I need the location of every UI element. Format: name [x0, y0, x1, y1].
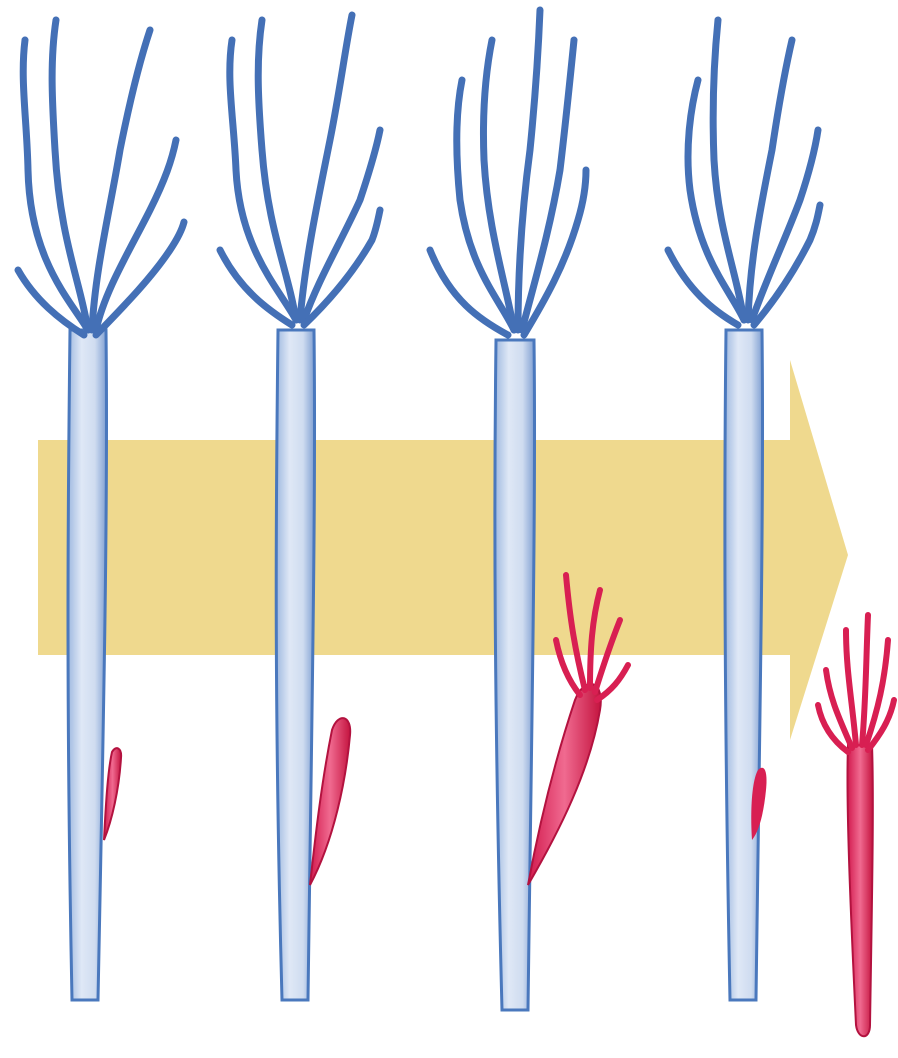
- hydra-1-tentacles: [18, 20, 184, 335]
- hydra-2-body: [276, 330, 314, 1000]
- daughter-hydra-tentacles: [818, 615, 894, 752]
- hydra-1-body: [68, 330, 107, 1000]
- hydra-1-bud: [104, 748, 121, 840]
- hydra-2-bud: [310, 718, 350, 885]
- daughter-hydra-body: [847, 745, 872, 1036]
- daughter-hydra: [818, 615, 894, 1036]
- hydra-4-body: [725, 330, 763, 1000]
- hydra-3-tentacles: [430, 10, 586, 335]
- hydra-3-body: [495, 340, 535, 1010]
- hydra-2-tentacles: [220, 15, 380, 325]
- hydra-4-tentacles: [668, 20, 820, 325]
